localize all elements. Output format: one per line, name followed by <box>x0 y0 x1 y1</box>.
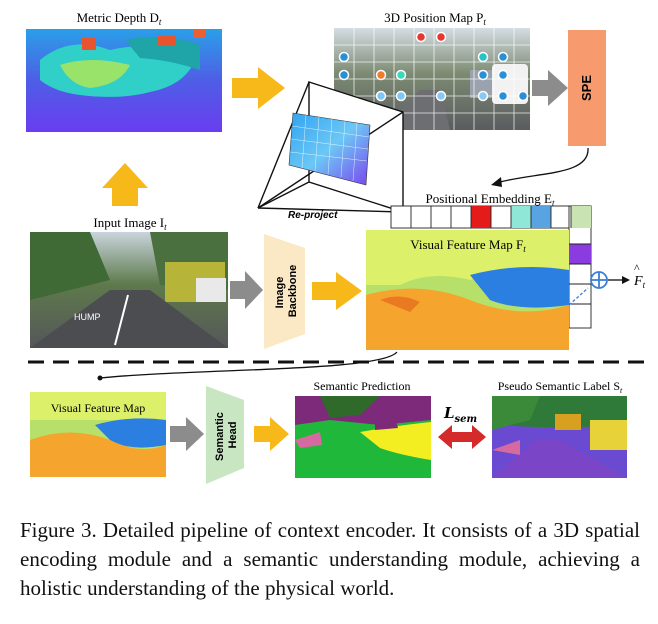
semantic-prediction-title: Semantic Prediction <box>314 379 411 393</box>
semantic-prediction-image <box>295 396 431 478</box>
metric-depth-title: Metric Depth Dt <box>77 10 162 27</box>
semantic-head-block <box>206 386 244 484</box>
visual-feature-map-bottom <box>30 392 166 477</box>
positional-embedding-grid <box>390 205 592 329</box>
f-hat-label: Ft <box>633 274 646 290</box>
yellow-arrow-to-prediction-icon <box>254 417 289 451</box>
curved-arrowhead-icon <box>491 177 502 187</box>
pseudo-label-title: Pseudo Semantic Label St <box>498 379 623 395</box>
embedding-add-connector <box>568 287 589 306</box>
input-image-title: Input Image It <box>93 215 167 232</box>
connector-dot-icon <box>97 375 103 381</box>
image-backbone-block <box>264 234 305 349</box>
position-map-title: 3D Position Map Pt <box>384 10 486 27</box>
f-hat-accent: ^ <box>634 261 640 275</box>
loss-arrow-icon <box>438 425 486 449</box>
svg-text:HUMP: HUMP <box>74 312 101 322</box>
image-backbone-label: Image Backbone <box>274 265 299 318</box>
up-arrow-icon <box>102 163 148 206</box>
curved-arrow-spe <box>499 147 589 183</box>
gray-arrow-to-semantic-head-icon <box>170 417 204 451</box>
add-icon <box>590 271 608 289</box>
spe-block <box>568 30 606 146</box>
metric-depth-image <box>26 29 222 132</box>
loss-label: Lsem <box>443 404 477 425</box>
gray-arrow-to-backbone-icon <box>230 271 263 309</box>
positional-embedding-title: Positional Embedding Et <box>426 191 555 208</box>
feature-map-connector <box>99 351 398 379</box>
spe-label: SPE <box>579 75 594 101</box>
output-arrowhead-icon <box>622 276 630 284</box>
figure-caption: Figure 3. Detailed pipeline of context e… <box>20 518 640 600</box>
right-arrow-icon <box>232 67 285 109</box>
reproject-label: Re-project <box>288 210 338 221</box>
reproject-plane <box>288 112 371 186</box>
semantic-head-label: Semantic Head <box>214 409 239 461</box>
yellow-arrow-to-feature-icon <box>312 272 362 310</box>
input-image: HUMP <box>30 232 228 348</box>
gray-arrow-to-spe-icon <box>532 70 568 106</box>
visual-feature-map-bottom-title: Visual Feature Map <box>51 401 146 415</box>
visual-feature-map-top-title: Visual Feature Map Ft <box>410 237 526 254</box>
visual-feature-map-top <box>366 230 569 350</box>
pseudo-label-image <box>492 396 627 478</box>
